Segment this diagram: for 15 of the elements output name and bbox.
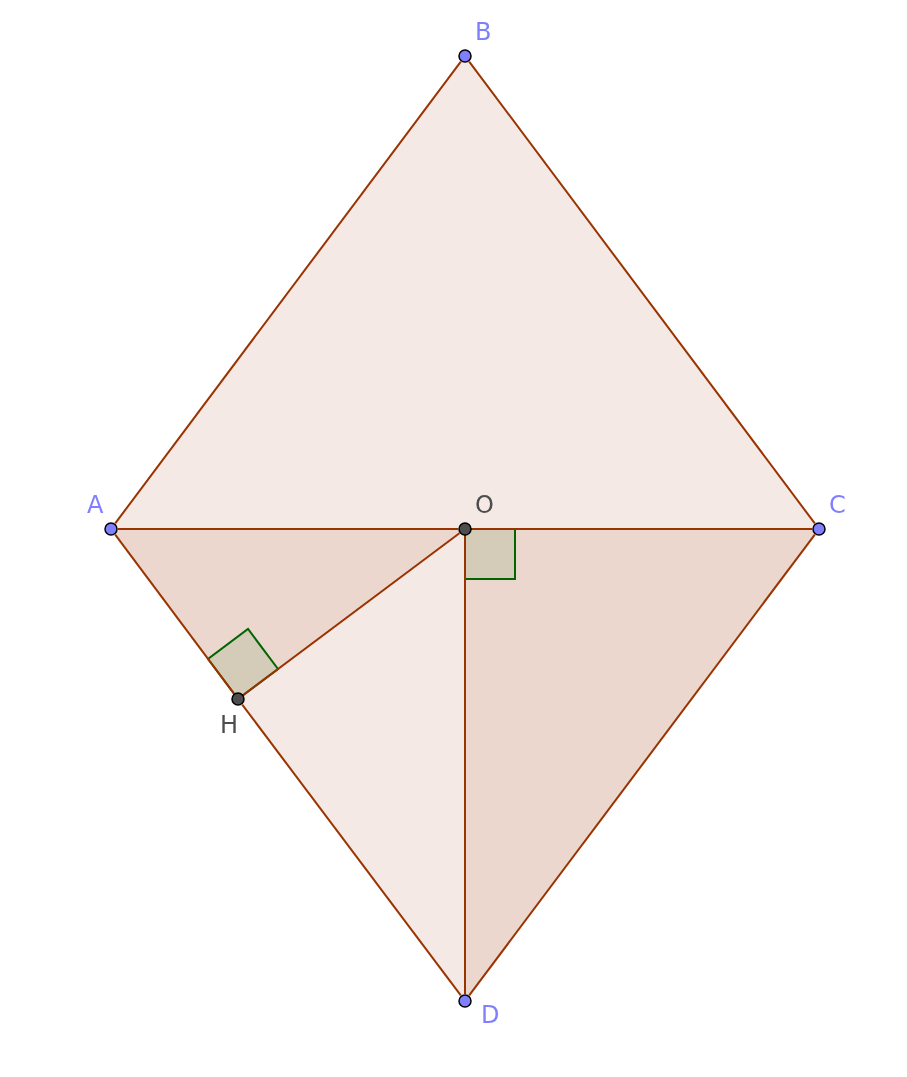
point-label: C (829, 493, 846, 517)
line-segment (241, 703, 462, 997)
line-segment (468, 533, 816, 997)
point-label: H (220, 713, 239, 737)
line-segment (114, 533, 235, 695)
line-segment (117, 528, 459, 530)
point-label: O (475, 493, 494, 517)
line-segment (114, 60, 462, 525)
line-segment (464, 535, 466, 995)
line-segment (471, 528, 813, 530)
line-segment (242, 532, 461, 696)
line-segment (468, 60, 816, 525)
point-label: B (475, 20, 492, 44)
point-label: D (481, 1003, 500, 1027)
point-label: A (87, 493, 104, 517)
